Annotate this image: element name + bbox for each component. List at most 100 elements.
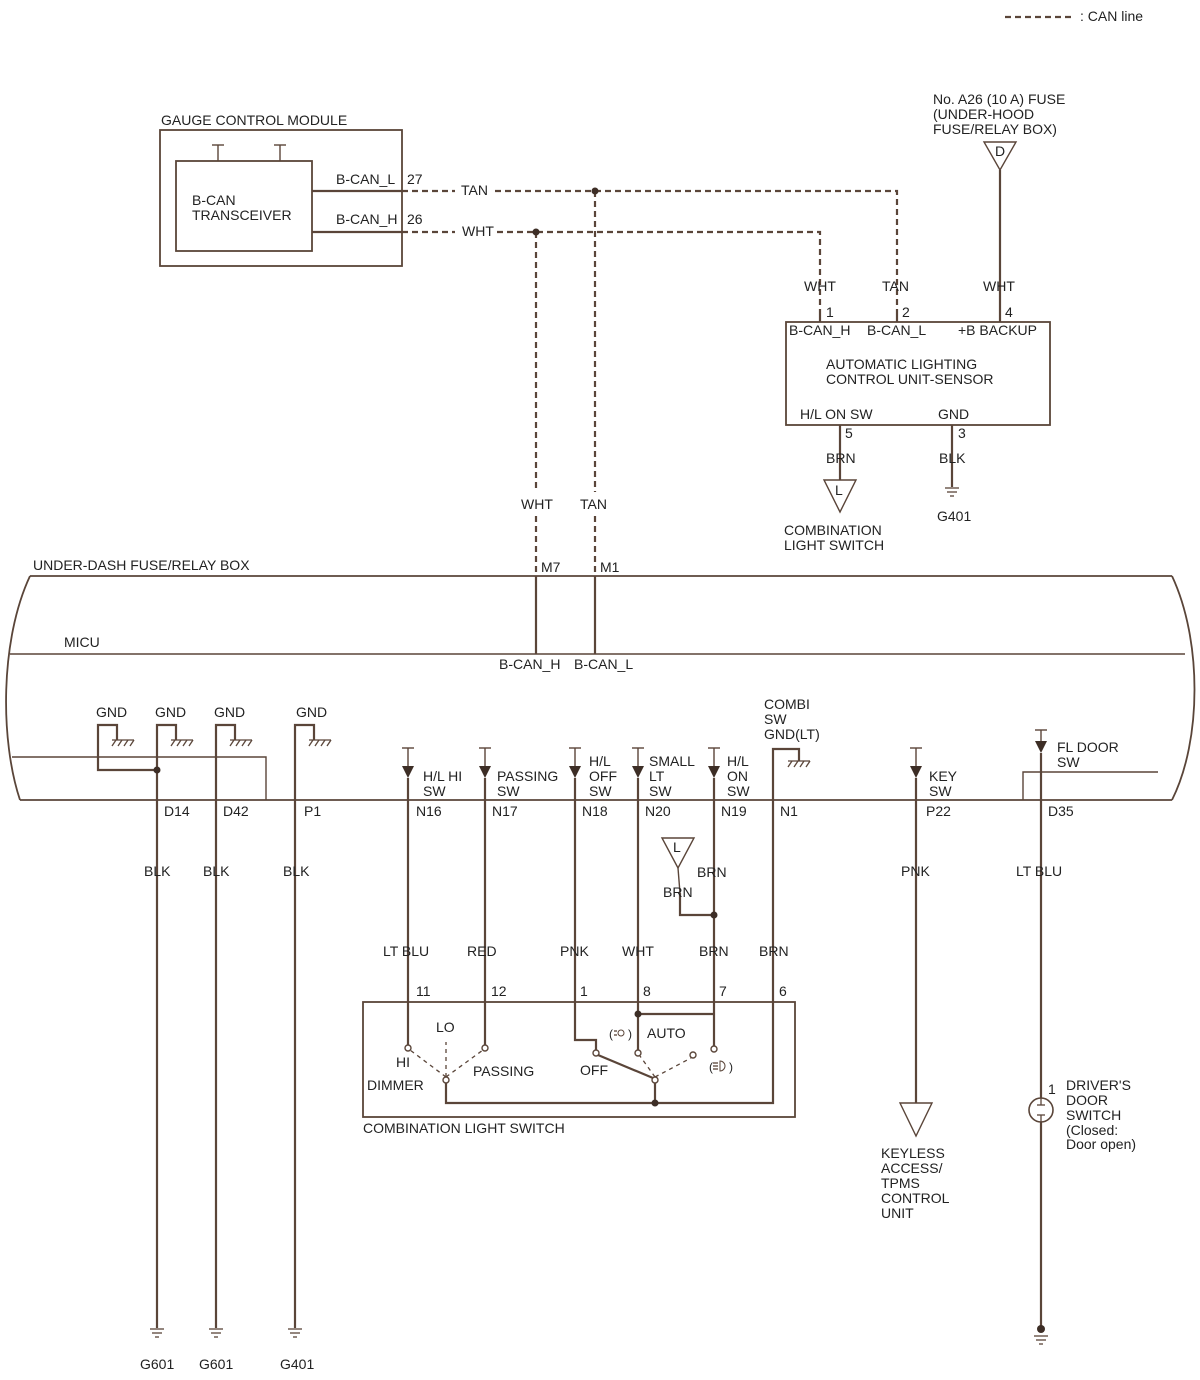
n17-wire-color: RED: [467, 943, 497, 959]
key-sw-2: SW: [929, 783, 952, 799]
terminal-labels: D14 D42 P1 N16 N17 N18 N20 N19 N1 P22 D3…: [164, 803, 1074, 819]
terminal-p1: P1: [304, 803, 321, 819]
fuse-label-2: (UNDER-HOOD: [933, 106, 1034, 122]
switch-hi-label: HI: [396, 1054, 410, 1070]
ground-g601-b: G601: [199, 1356, 233, 1372]
door-switch-label-3: SWITCH: [1066, 1107, 1121, 1123]
hl-off-sw-3: SW: [589, 783, 612, 799]
switch-pin-6: 6: [779, 983, 787, 999]
n16-wire-color: LT BLU: [383, 943, 429, 959]
switch-auto-label: AUTO: [647, 1025, 686, 1041]
door-switch-label-2: DOOR: [1066, 1092, 1108, 1108]
alcu-name-2: CONTROL UNIT-SENSOR: [826, 371, 994, 387]
alcu-name-1: AUTOMATIC LIGHTING: [826, 356, 977, 372]
can-l-drop-color: TAN: [580, 496, 607, 512]
alcu-pin2-num: 2: [902, 304, 910, 320]
key-sw-1: KEY: [929, 768, 958, 784]
small-lt-sw-1: SMALL: [649, 753, 695, 769]
switch-pin-12: 12: [491, 983, 507, 999]
n19-wire-color: BRN: [699, 943, 729, 959]
ground-symbol-icon: [150, 1328, 302, 1338]
hl-hi-sw-1: H/L HI: [423, 768, 462, 784]
switch-dimmer-label: DIMMER: [367, 1077, 424, 1093]
chassis-ground-icon: [111, 739, 811, 768]
hl-on-sw-1: H/L: [727, 753, 749, 769]
switch-lo-label: LO: [436, 1019, 455, 1035]
input-arrow-icons: [402, 729, 1047, 778]
alcu-pin1-num: 1: [826, 304, 834, 320]
alcu-to-switch-1: COMBINATION: [784, 522, 882, 538]
terminal-n20: N20: [645, 803, 671, 819]
transceiver-label-1: B-CAN: [192, 192, 236, 208]
switch-pin-8: 8: [643, 983, 651, 999]
gauge-control-module: GAUGE CONTROL MODULE B-CAN TRANSCEIVER B…: [159, 112, 423, 267]
p22-wire-color: PNK: [901, 863, 930, 879]
alcu-blk-label: BLK: [939, 450, 966, 466]
alcu-pin1-name: B-CAN_H: [789, 322, 850, 338]
switch-harness: L BRN BRN LT BLU RED PNK WHT BRN BRN: [383, 778, 789, 1100]
gauge-title: GAUGE CONTROL MODULE: [161, 112, 347, 128]
switch-off-label: OFF: [580, 1062, 608, 1078]
alcu-pin3-name: GND: [938, 406, 969, 422]
fl-door-sw-1: FL DOOR: [1057, 739, 1119, 755]
can-lines: TAN WHT WHT TAN: [402, 182, 899, 577]
ground-wires: BLK BLK BLK G601 G601 G401: [140, 800, 314, 1372]
door-switch-label-4: (Closed:: [1066, 1122, 1118, 1138]
n19-brn-label: BRN: [697, 864, 727, 880]
switch-pin-11: 11: [416, 983, 431, 999]
l-brn-label: BRN: [663, 884, 693, 900]
gnd-label-3: GND: [214, 704, 245, 720]
keyless-label-4: CONTROL: [881, 1190, 950, 1206]
can-h-drop-color: WHT: [521, 496, 553, 512]
gnd-label-1: GND: [96, 704, 127, 720]
d14-wire-color: BLK: [144, 863, 171, 879]
combination-switch-title: COMBINATION LIGHT SWITCH: [363, 1120, 565, 1136]
n1-wire-color: BRN: [759, 943, 789, 959]
alcu-to-switch-2: LIGHT SWITCH: [784, 537, 884, 553]
small-light-icon: ( ): [609, 1027, 632, 1041]
n18-wire-color: PNK: [560, 943, 589, 959]
fuse-box-title: UNDER-DASH FUSE/RELAY BOX: [33, 557, 250, 573]
svg-text:): ): [729, 1060, 733, 1074]
terminal-p22: P22: [926, 803, 951, 819]
d42-wire-color: BLK: [203, 863, 230, 879]
alcu-wht-label: WHT: [804, 278, 836, 294]
alcu-brn-label: BRN: [826, 450, 856, 466]
hl-on-sw-3: SW: [727, 783, 750, 799]
fuse-label-1: No. A26 (10 A) FUSE: [933, 91, 1065, 107]
gauge-pin-h-num: 26: [407, 211, 423, 227]
gauge-pin-l-name: B-CAN_L: [336, 171, 395, 187]
terminal-d42: D42: [223, 803, 249, 819]
alcu-pin5-num: 5: [845, 425, 853, 441]
combi-gnd-1: COMBI: [764, 696, 810, 712]
combination-light-switch: COMBINATION LIGHT SWITCH 11 12 1 8 7 6 L…: [362, 983, 796, 1136]
svg-text:(: (: [709, 1060, 713, 1074]
passing-sw-1: PASSING: [497, 768, 558, 784]
legend-can-line: : CAN line: [1080, 8, 1143, 24]
small-lt-sw-2: LT: [649, 768, 665, 784]
alcu-pin5-name: H/L ON SW: [800, 406, 873, 422]
micu-label: MICU: [64, 634, 100, 650]
fuse-label-3: FUSE/RELAY BOX): [933, 121, 1057, 137]
hl-on-sw-2: ON: [727, 768, 748, 784]
gauge-pin-h-name: B-CAN_H: [336, 211, 397, 227]
alcu-pin2-name: B-CAN_L: [867, 322, 926, 338]
keyless-label-2: ACCESS/: [881, 1160, 943, 1176]
door-switch-icon: [1028, 1097, 1054, 1123]
terminal-n17: N17: [492, 803, 518, 819]
keyless-label-1: KEYLESS: [881, 1145, 945, 1161]
m1-label: M1: [600, 559, 620, 575]
alcu-pin4-num: 4: [1005, 304, 1013, 320]
bcan-h-label: B-CAN_H: [499, 656, 560, 672]
combi-gnd-2: SW: [764, 711, 787, 727]
alcu-tan-label: TAN: [882, 278, 909, 294]
bcan-l-label: B-CAN_L: [574, 656, 633, 672]
switch-pin-1: 1: [580, 983, 588, 999]
ground-g601-a: G601: [140, 1356, 174, 1372]
door-switch-label-5: Door open): [1066, 1136, 1136, 1152]
terminal-d14: D14: [164, 803, 190, 819]
terminal-n16: N16: [416, 803, 442, 819]
svg-text:): ): [628, 1027, 632, 1041]
door-switch-pin: 1: [1048, 1081, 1056, 1097]
